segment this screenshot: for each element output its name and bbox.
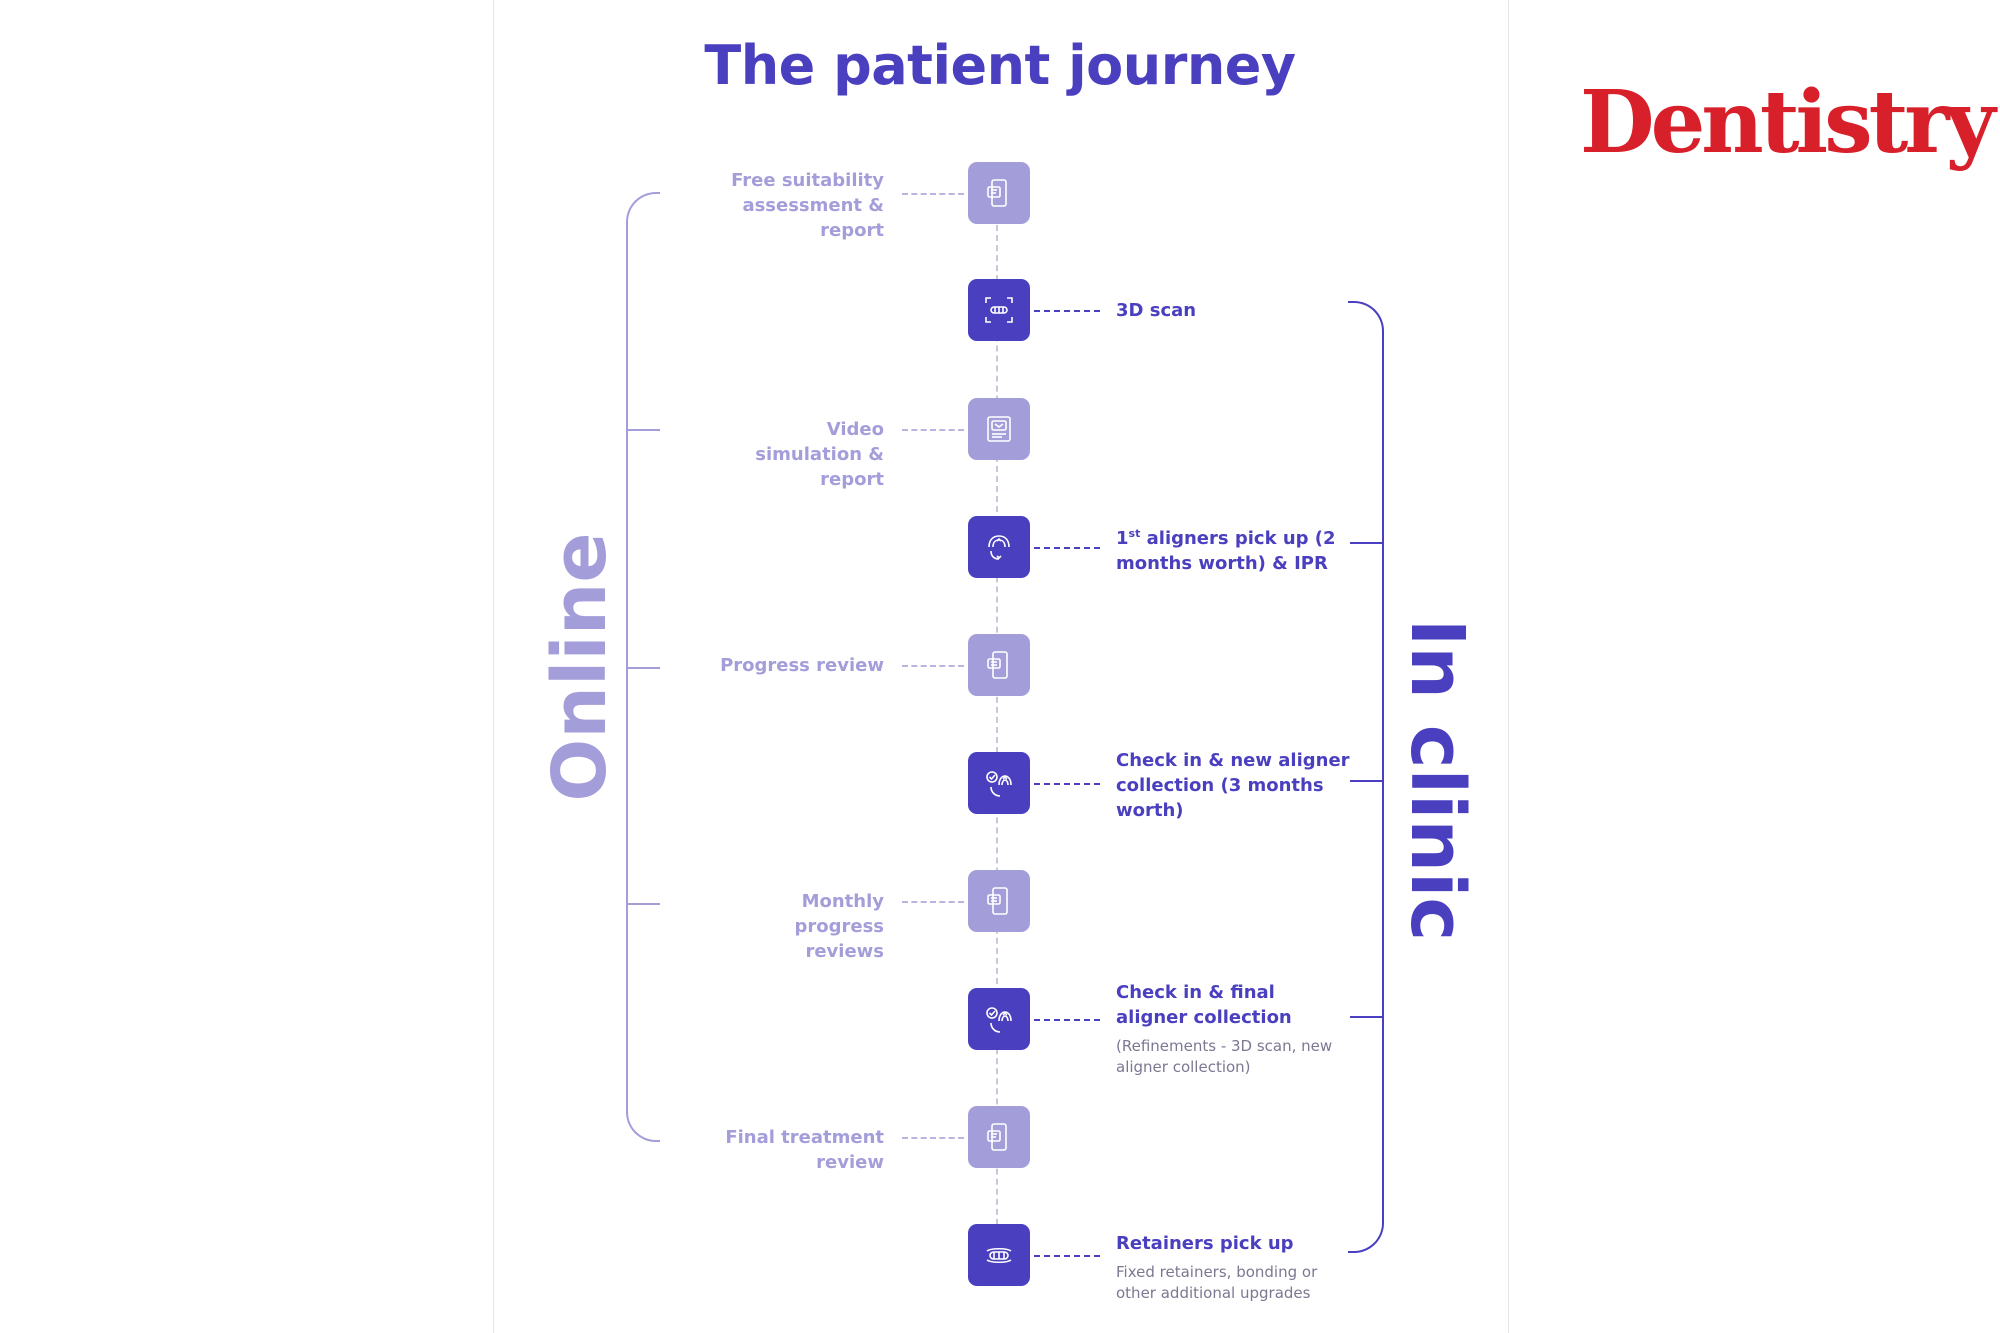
- step-node: [968, 988, 1030, 1050]
- step-node: [968, 1106, 1030, 1168]
- clinic-bracket-tick: [1350, 542, 1384, 544]
- page-title: The patient journey: [704, 34, 1296, 97]
- step-label-3d-scan: 3D scan: [1116, 300, 1197, 321]
- step-label-free-assessment: Free suitability assessment & report: [731, 170, 884, 241]
- step-node: [968, 516, 1030, 578]
- connector-line: [1034, 1019, 1100, 1021]
- 3d-scan-icon: [985, 297, 1013, 323]
- phone-report-icon: [987, 1123, 1007, 1151]
- step-label-text: Final treatment review: [725, 1127, 884, 1173]
- step-node: [968, 634, 1030, 696]
- step-node: [968, 279, 1030, 341]
- step-label-text: aligners pick up (2 months worth) & IPR: [1116, 528, 1336, 574]
- step-note-refinements: (Refinements - 3D scan, new aligner coll…: [1116, 1037, 1333, 1076]
- aligner-icon: [988, 535, 1010, 560]
- online-bracket-tick: [626, 903, 660, 905]
- clinic-bracket-tick: [1350, 1016, 1384, 1018]
- phone-report-icon: [987, 179, 1007, 207]
- step-label-text: Monthly progress reviews: [794, 891, 884, 962]
- step-label-retainers: Retainers pick up Fixed retainers, bondi…: [1116, 1231, 1386, 1304]
- video-report-icon: [987, 416, 1011, 442]
- step-node: [968, 1224, 1030, 1286]
- step-note-retainers: Fixed retainers, bonding or other additi…: [1116, 1263, 1318, 1302]
- step-node: [968, 752, 1030, 814]
- step-node: [968, 398, 1030, 460]
- online-bracket-tick: [626, 667, 660, 669]
- connector-line: [902, 193, 964, 195]
- step-label-progress-review: Progress review: [720, 655, 884, 676]
- step-label-first-aligners: 1st aligners pick up (2 months worth) & …: [1116, 521, 1386, 576]
- step-label-final-review: Final treatment review: [724, 1125, 884, 1175]
- step-label-video-simulation: Video simulation & report: [714, 417, 884, 492]
- phone-chat-icon: [987, 887, 1008, 915]
- phone-chat-icon: [987, 651, 1008, 679]
- online-bracket-tick: [626, 429, 660, 431]
- online-group-label: Online: [537, 532, 623, 802]
- in-clinic-group-label: In clinic: [1394, 618, 1480, 942]
- step-label-text: Check in & final aligner collection: [1116, 982, 1292, 1028]
- step-label-text: Retainers pick up: [1116, 1233, 1294, 1254]
- connector-line: [902, 429, 964, 431]
- connector-line: [1034, 547, 1100, 549]
- step-label-final-aligner: Check in & final aligner collection (Ref…: [1116, 980, 1386, 1078]
- aligner-check-icon: [986, 1007, 1012, 1033]
- step-node: [968, 162, 1030, 224]
- step-label-ordinal-suffix: st: [1128, 527, 1141, 540]
- connector-line: [1034, 1255, 1100, 1257]
- connector-line: [902, 1137, 964, 1139]
- step-label-ordinal: 1: [1116, 528, 1129, 549]
- connector-line: [1034, 310, 1100, 312]
- connector-line: [902, 665, 964, 667]
- retainer-icon: [986, 1247, 1012, 1264]
- step-label-text: Video simulation & report: [755, 419, 884, 490]
- step-label-check-in-new-aligner: Check in & new aligner collection (3 mon…: [1116, 750, 1350, 821]
- connector-line: [1034, 783, 1100, 785]
- step-label-monthly-reviews: Monthly progress reviews: [714, 889, 884, 964]
- step-node: [968, 870, 1030, 932]
- aligner-check-icon: [986, 771, 1012, 797]
- timeline-line: [996, 225, 998, 1255]
- dentistry-logo: Dentistry: [1580, 72, 1996, 173]
- connector-line: [902, 901, 964, 903]
- clinic-bracket-tick: [1350, 780, 1384, 782]
